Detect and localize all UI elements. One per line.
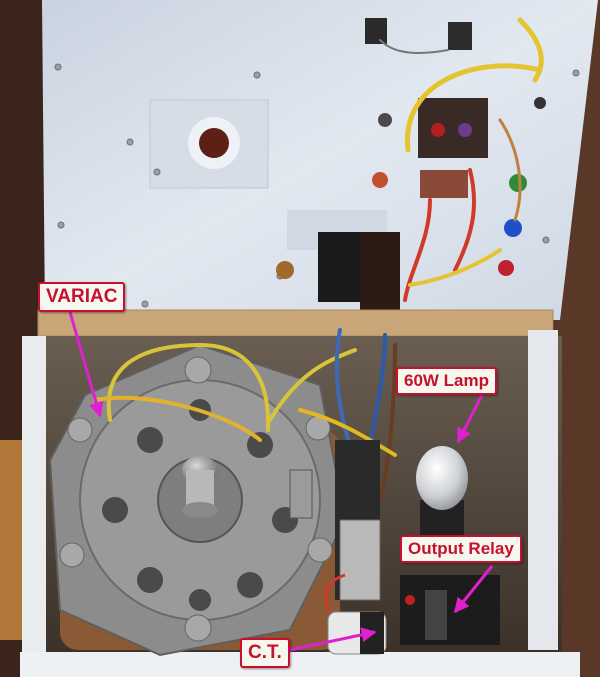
terminal-block	[335, 440, 381, 601]
output-relay	[400, 575, 500, 645]
lid-wiring	[379, 17, 544, 302]
variac-wiring	[93, 328, 397, 502]
annotation-arrows	[68, 311, 494, 652]
lamp-bulb	[416, 446, 468, 540]
lid-screws	[54, 63, 580, 308]
chipboard-edge	[38, 310, 553, 336]
output-relay-label: Output Relay	[400, 535, 522, 563]
side-object	[0, 440, 22, 640]
lid-panel	[42, 0, 598, 320]
ct-label: C.T.	[240, 638, 290, 668]
box-wall-right	[528, 330, 558, 650]
variac-label: VARIAC	[38, 282, 126, 312]
lamp-label: 60W Lamp	[396, 367, 498, 395]
box-wall-front	[20, 652, 580, 677]
box-wall-left	[22, 336, 46, 661]
lid-hole	[199, 128, 229, 158]
